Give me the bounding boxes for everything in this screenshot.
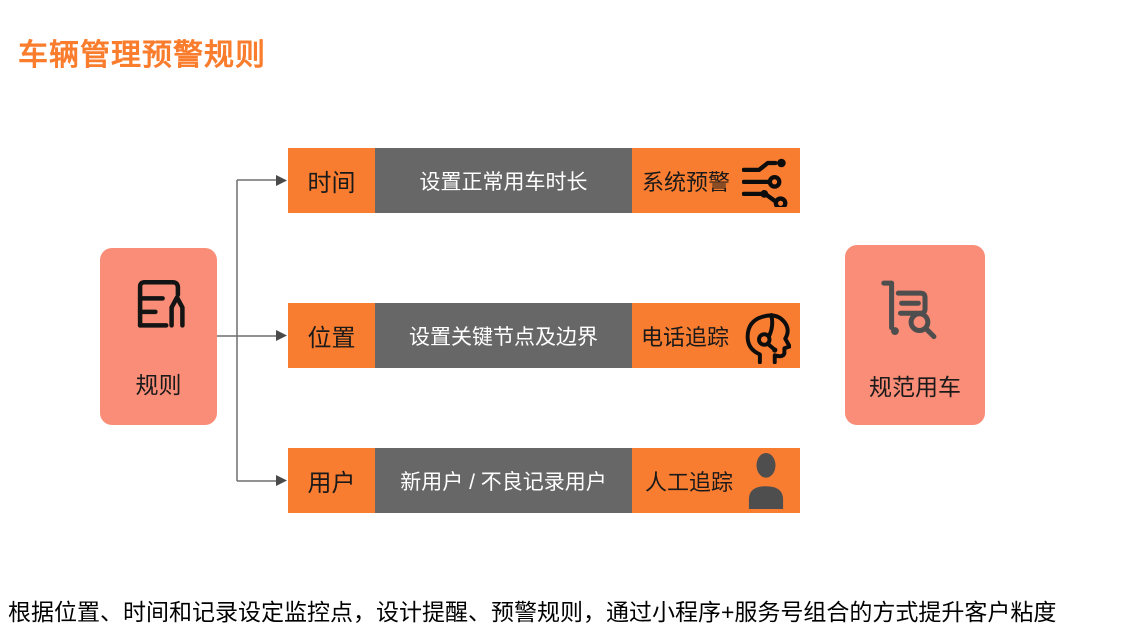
circuit-nodes-icon [742,158,788,207]
action-label: 电话追踪 [640,324,729,350]
arrowhead-row-user [276,475,287,486]
source-node-label: 规则 [135,372,182,398]
page-title: 车辆管理预警规则 [18,39,266,72]
category-cell-location: 位置 [288,303,375,368]
target-node-label: 规范用车 [869,374,961,400]
description-cell-location: 设置关键节点及边界 [375,303,632,368]
headset-person-icon [745,312,791,364]
row-location: 位置 设置关键节点及边界 电话追踪 [288,303,800,368]
source-node-rules: 规则 [100,248,217,425]
category-cell-time: 时间 [288,148,375,213]
description-cell-user: 新用户 / 不良记录用户 [375,448,632,513]
action-cell-phone-tracking: 电话追踪 [632,303,800,368]
person-icon [748,452,784,509]
arrowhead-row-location [276,330,287,341]
action-cell-system-alert: 系统预警 [632,148,800,213]
row-user: 用户 新用户 / 不良记录用户 人工追踪 [288,448,800,513]
description-cell-time: 设置正常用车时长 [375,148,632,213]
action-cell-manual-tracking: 人工追踪 [632,448,800,513]
action-label: 系统预警 [641,169,730,195]
footer-note: 根据位置、时间和记录设定监控点，设计提醒、预警规则，通过小程序+服务号组合的方式… [8,599,1057,625]
row-time: 时间 设置正常用车时长 系统预警 [288,148,800,213]
target-node-standard-use: 规范用车 [845,245,985,425]
arrowhead-row-time [276,175,287,186]
action-label: 人工追踪 [644,469,733,495]
cart-search-icon [881,280,937,340]
category-cell-user: 用户 [288,448,375,513]
document-edit-icon [137,279,185,328]
